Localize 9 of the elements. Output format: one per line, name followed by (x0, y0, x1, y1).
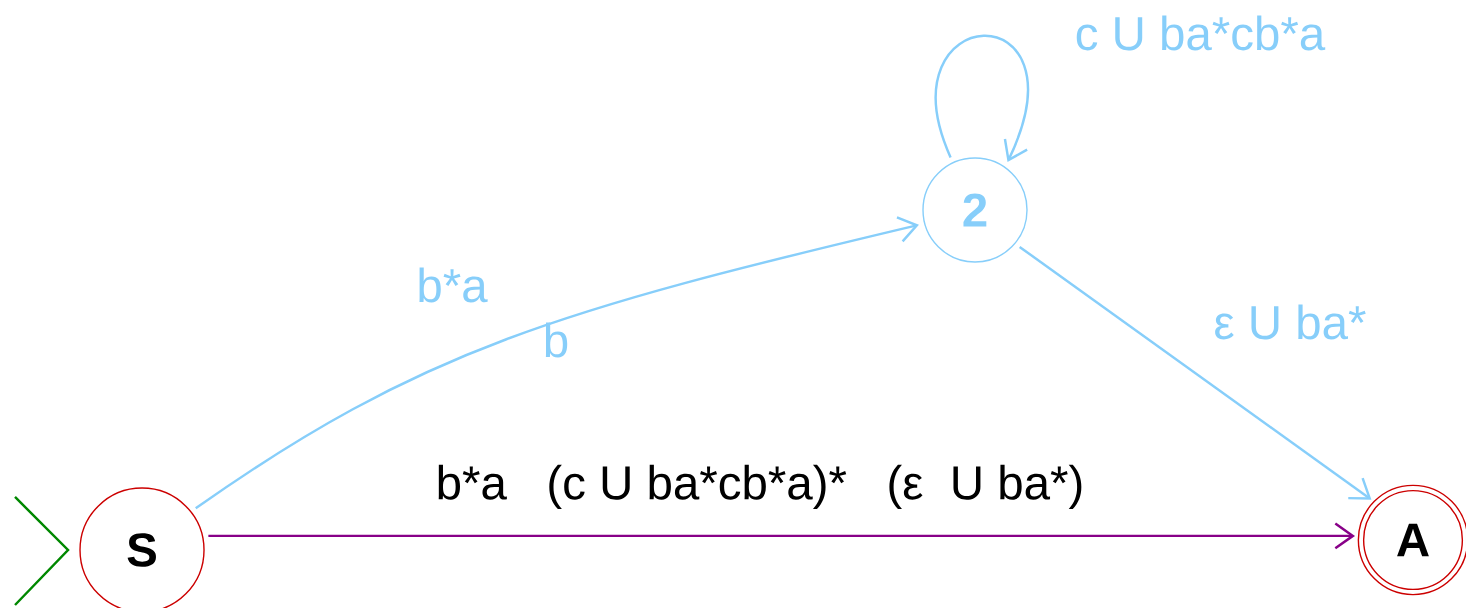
arrow (208, 522, 1356, 550)
arrow (195, 216, 919, 510)
arrow (1018, 245, 1372, 500)
edge-label: b*a (419, 267, 488, 303)
transition-label: b (545, 322, 568, 358)
edge-label: ε U ba* (1215, 304, 1366, 340)
edge-label: b*a (c U ba*cb*a)* (ε U ba*) (438, 464, 1082, 510)
edge-label: c U ba*cb*a (1076, 15, 1326, 51)
arrow (934, 34, 1030, 163)
